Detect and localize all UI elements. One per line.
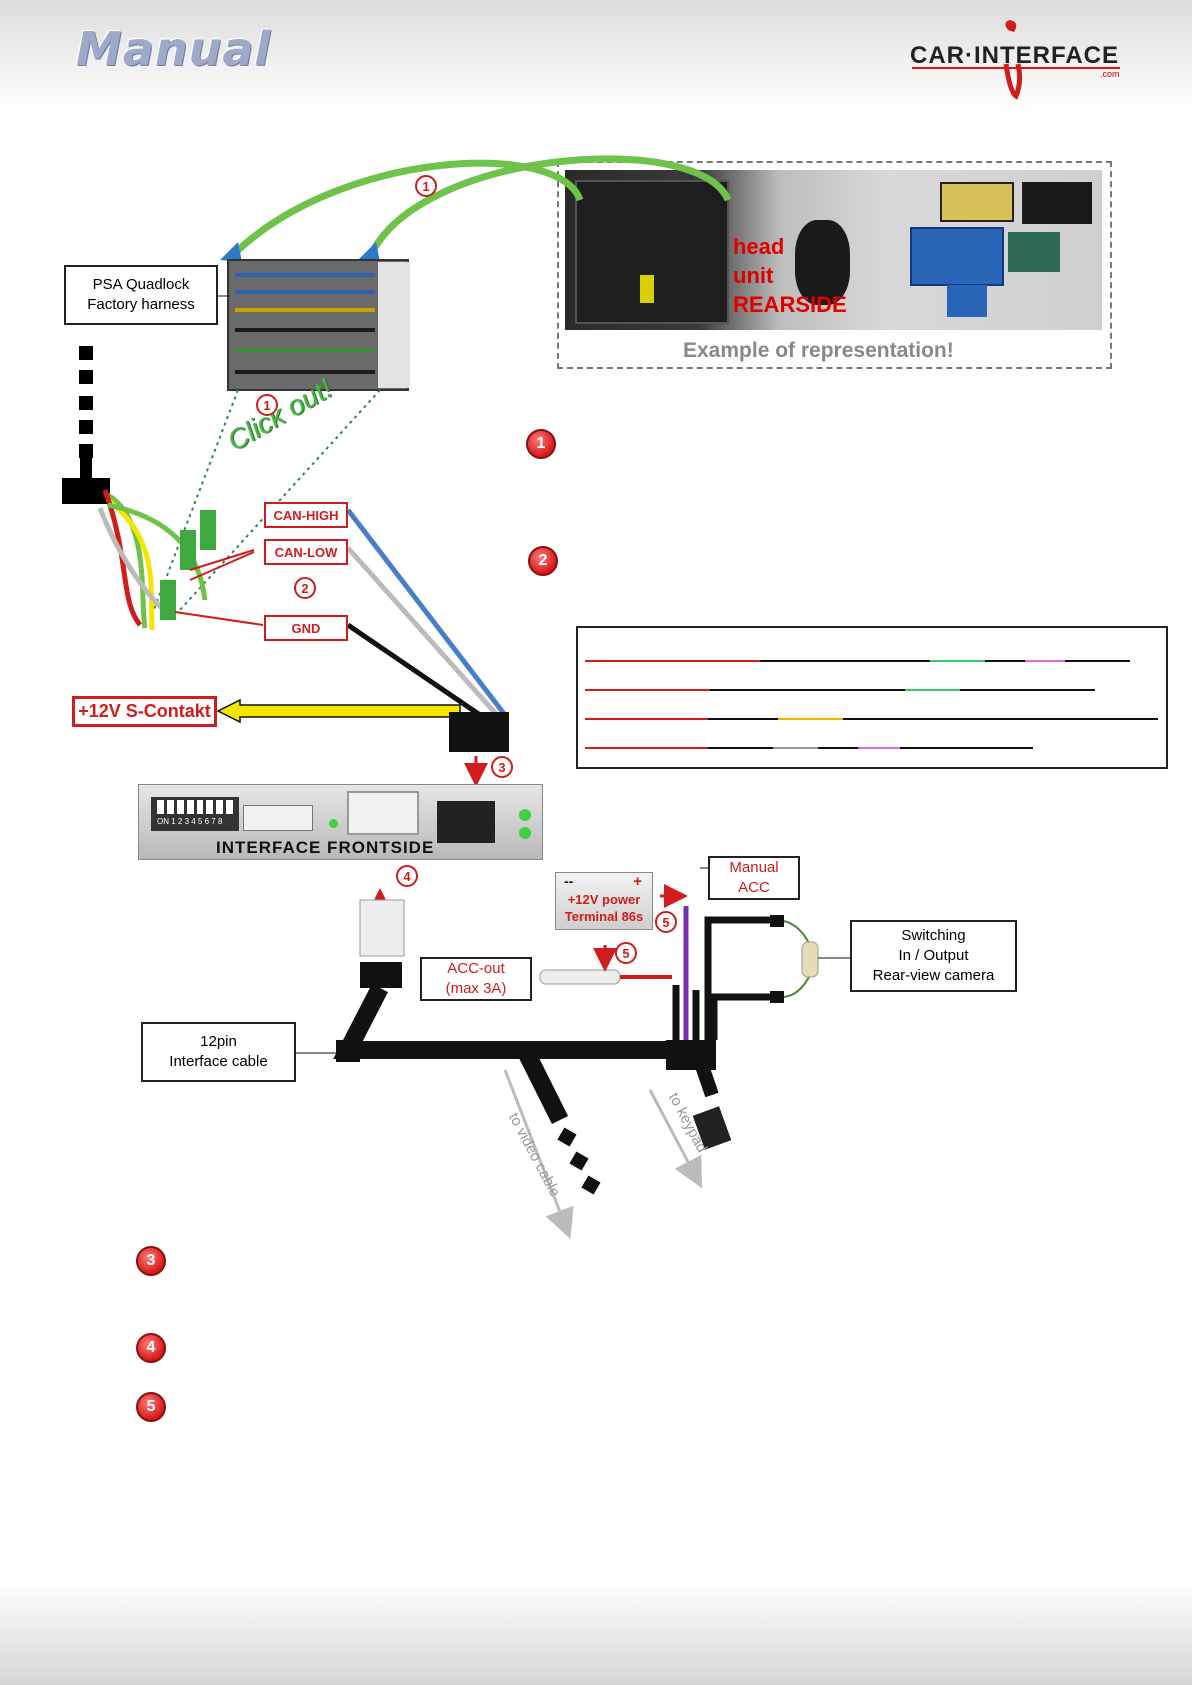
step-badge-4: 4 [396,865,418,887]
head-unit-label: head unit REARSIDE [733,234,847,317]
white-socket [243,805,313,831]
quadlock-label: PSA Quadlock Factory harness [64,265,218,325]
acc-out-label: ACC-out (max 3A) [420,957,532,1001]
yellow-clip [640,275,654,303]
instruction-badge-4: 4 [136,1333,166,1363]
keypad-plug [692,1106,732,1150]
step-badge-1-quadlock: 1 [256,394,278,416]
interface-cable-label: 12pin Interface cable [141,1022,296,1082]
interface-plug [449,712,509,752]
harness-plug [62,478,110,504]
legend-lines [585,660,1158,749]
status-led [329,819,338,828]
manual-acc-label: Manual ACC [708,856,800,900]
arrowhead-1 [220,242,242,262]
arc-arrow-2 [367,155,732,257]
step-badge-1-top: 1 [415,175,437,197]
video-cable-dashes [557,1127,601,1195]
fakra-blue-small [947,285,987,317]
black-socket [437,801,495,843]
switching-label: Switching In / Output Rear-view camera [850,920,1017,992]
interface-12pin-socket [347,791,419,835]
wire-color-legend [576,626,1168,769]
s-contakt-label: +12V S-Contakt [72,696,217,727]
header-band [0,0,1192,110]
head-unit-rearside-photo [565,170,1102,330]
green-led-2 [519,827,531,839]
instruction-badge-1: 1 [526,429,556,459]
fakra-black [1022,182,1092,224]
quadlock-socket [575,180,729,324]
interface-label: INTERFACE FRONTSIDE [216,838,435,857]
can-low-label: CAN-LOW [264,539,348,565]
can-high-wire [346,508,507,717]
step-badge-5-battery: 5 [655,911,677,933]
footer-band [0,1580,1192,1685]
logo-com: .com [1100,69,1120,79]
fakra-yellow [940,182,1014,222]
logo-text: CAR·INTERFACE [910,42,1119,69]
fakra-green [1008,232,1060,272]
step-badge-3: 3 [491,756,513,778]
example-frame [557,161,1112,369]
instruction-badge-5: 5 [136,1392,166,1422]
battery-terminal-86s: -- + +12V power Terminal 86s [555,872,653,930]
can-low-wire [346,546,499,717]
car-interface-logo [912,20,1120,100]
dip-switch-block: ON 1 2 3 4 5 6 7 8 [151,797,239,831]
quadlock-white-shell [378,262,410,388]
gnd-wire [346,622,482,718]
fan-socket [795,220,850,305]
instruction-badge-3: 3 [136,1246,166,1276]
step-badge-5-acc: 5 [615,942,637,964]
manual-title: Manual [76,22,272,76]
example-caption: Example of representation! [683,339,954,362]
acc-out-fuse [539,969,621,985]
gnd-label: GND [264,615,348,641]
fakra-blue [910,227,1004,286]
arrowhead-2 [358,242,380,262]
s-contakt-arrow [216,698,461,724]
connector-4 [359,899,405,957]
dashed-cable [79,346,93,458]
interface-frontside: ON 1 2 3 4 5 6 7 8 [138,784,543,860]
green-led-1 [519,809,531,821]
arc-arrow-1 [230,159,584,258]
green-terminals [160,510,216,620]
instruction-badge-2: 2 [528,546,558,576]
can-high-label: CAN-HIGH [264,502,348,528]
quadlock-wire-rows [235,273,375,374]
step-badge-2: 2 [294,577,316,599]
